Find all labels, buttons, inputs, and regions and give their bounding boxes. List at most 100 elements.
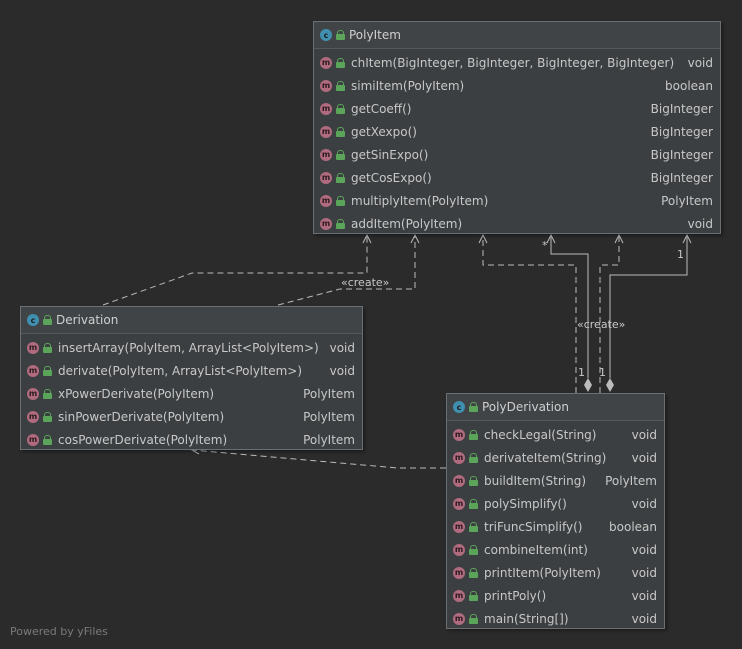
return-type: BigInteger xyxy=(650,170,713,185)
method-icon: m xyxy=(320,194,332,207)
arrowhead-c xyxy=(478,233,488,244)
public-lock-icon xyxy=(43,434,52,445)
public-lock-icon xyxy=(336,149,345,160)
return-type: void xyxy=(631,588,657,603)
edge-aggregation-star xyxy=(550,235,589,378)
method-icon: m xyxy=(453,428,465,441)
public-lock-icon xyxy=(469,498,478,509)
method-signature: printItem(PolyItem) xyxy=(484,565,601,580)
public-lock-icon xyxy=(469,544,478,555)
arrowhead-d xyxy=(614,233,624,244)
public-lock-icon xyxy=(336,57,345,68)
class-icon: c xyxy=(453,401,465,413)
method-icon: m xyxy=(320,79,332,92)
public-lock-icon xyxy=(469,567,478,578)
class-header: c Derivation xyxy=(21,307,362,334)
return-type: boolean xyxy=(665,78,713,93)
method-row[interactable]: m derivate(PolyItem, ArrayList<PolyItem>)… xyxy=(21,359,362,382)
arrowhead-f xyxy=(682,233,692,244)
return-type: void xyxy=(631,427,657,442)
method-icon: m xyxy=(320,125,332,138)
public-lock-icon xyxy=(469,402,478,412)
method-signature: simiItem(PolyItem) xyxy=(351,78,465,93)
method-icon: m xyxy=(453,520,465,533)
arrowhead-e xyxy=(546,233,556,244)
method-icon: m xyxy=(453,497,465,510)
class-name: PolyDerivation xyxy=(482,400,569,414)
return-type: void xyxy=(687,55,713,70)
method-signature: derivateItem(String) xyxy=(484,450,607,465)
public-lock-icon xyxy=(469,452,478,463)
class-header: c PolyItem xyxy=(314,22,720,49)
edge-polyderivation-dep-right xyxy=(599,235,620,393)
method-list: m insertArray(PolyItem, ArrayList<PolyIte… xyxy=(21,334,362,451)
multiplicity-one-b: 1 xyxy=(599,366,606,379)
method-row[interactable]: m simiItem(PolyItem) boolean xyxy=(314,74,720,97)
method-signature: derivate(PolyItem, ArrayList<PolyItem>) xyxy=(58,363,303,378)
return-type: boolean xyxy=(609,519,657,534)
method-signature: getCoeff() xyxy=(351,101,412,116)
method-signature: getCosExpo() xyxy=(351,170,432,185)
return-type: BigInteger xyxy=(650,101,713,116)
class-icon: c xyxy=(27,314,39,326)
edge-polyderivation-create-polyitem xyxy=(482,235,577,393)
class-derivation[interactable]: c Derivation m insertArray(PolyItem, Arra… xyxy=(20,306,363,450)
method-icon: m xyxy=(453,474,465,487)
public-lock-icon xyxy=(336,30,345,40)
method-icon: m xyxy=(453,543,465,556)
arrowhead-b xyxy=(410,233,420,244)
method-icon: m xyxy=(27,341,39,354)
method-row[interactable]: m buildItem(String) PolyItem xyxy=(447,469,664,492)
method-signature: buildItem(String) xyxy=(484,473,586,488)
return-type: void xyxy=(631,611,657,626)
class-header: c PolyDerivation xyxy=(447,394,664,421)
method-icon: m xyxy=(27,364,39,377)
public-lock-icon xyxy=(43,365,52,376)
method-signature: polySimplify() xyxy=(484,496,567,511)
method-signature: insertArray(PolyItem, ArrayList<PolyItem… xyxy=(58,340,319,355)
method-row[interactable]: m insertArray(PolyItem, ArrayList<PolyIte… xyxy=(21,336,362,359)
method-icon: m xyxy=(27,387,39,400)
edge-aggregation-one xyxy=(609,235,688,378)
method-signature: sinPowerDerivate(PolyItem) xyxy=(58,409,225,424)
return-type: PolyItem xyxy=(605,473,657,488)
class-name: Derivation xyxy=(56,313,119,327)
method-row[interactable]: m triFuncSimplify() boolean xyxy=(447,515,664,538)
public-lock-icon xyxy=(336,195,345,206)
method-signature: getSinExpo() xyxy=(351,147,429,162)
return-type: void xyxy=(329,363,355,378)
return-type: PolyItem xyxy=(303,386,355,401)
return-type: PolyItem xyxy=(303,432,355,447)
method-icon: m xyxy=(320,171,332,184)
return-type: void xyxy=(687,216,713,231)
method-signature: triFuncSimplify() xyxy=(484,519,583,534)
return-type: PolyItem xyxy=(661,193,713,208)
method-icon: m xyxy=(453,589,465,602)
method-signature: chItem(BigInteger, BigInteger, BigIntege… xyxy=(351,55,675,70)
public-lock-icon xyxy=(469,590,478,601)
method-row[interactable]: m getCosExpo() BigInteger xyxy=(314,166,720,189)
edge-derivation-create-polyitem-b xyxy=(277,235,416,306)
method-signature: main(String[]) xyxy=(484,611,569,626)
class-name: PolyItem xyxy=(349,28,401,42)
